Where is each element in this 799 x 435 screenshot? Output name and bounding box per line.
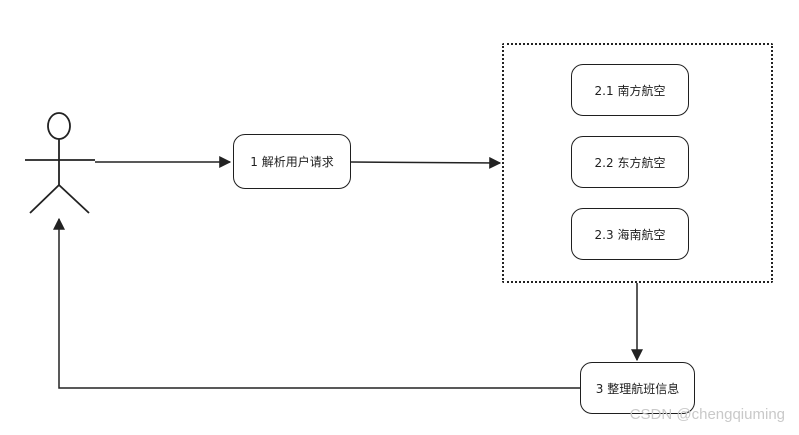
organize-flights-node[interactable]: 3 整理航班信息 <box>580 362 695 414</box>
actor-figure <box>25 112 95 214</box>
hainan-airlines-node[interactable]: 2.3 海南航空 <box>571 208 689 260</box>
actor-left-leg <box>29 184 60 214</box>
watermark-text: CSDN @chengqiuming <box>629 406 785 423</box>
edge-organize-to-actor <box>53 217 580 389</box>
eastern-airlines-node[interactable]: 2.2 东方航空 <box>571 136 689 188</box>
edge-parse-to-group <box>350 156 502 169</box>
southern-airlines-node[interactable]: 2.1 南方航空 <box>571 64 689 116</box>
actor-head <box>47 112 71 140</box>
parse-request-node[interactable]: 1 解析用户请求 <box>233 134 351 189</box>
actor-right-leg <box>58 184 90 214</box>
airline-group-box <box>502 43 773 283</box>
